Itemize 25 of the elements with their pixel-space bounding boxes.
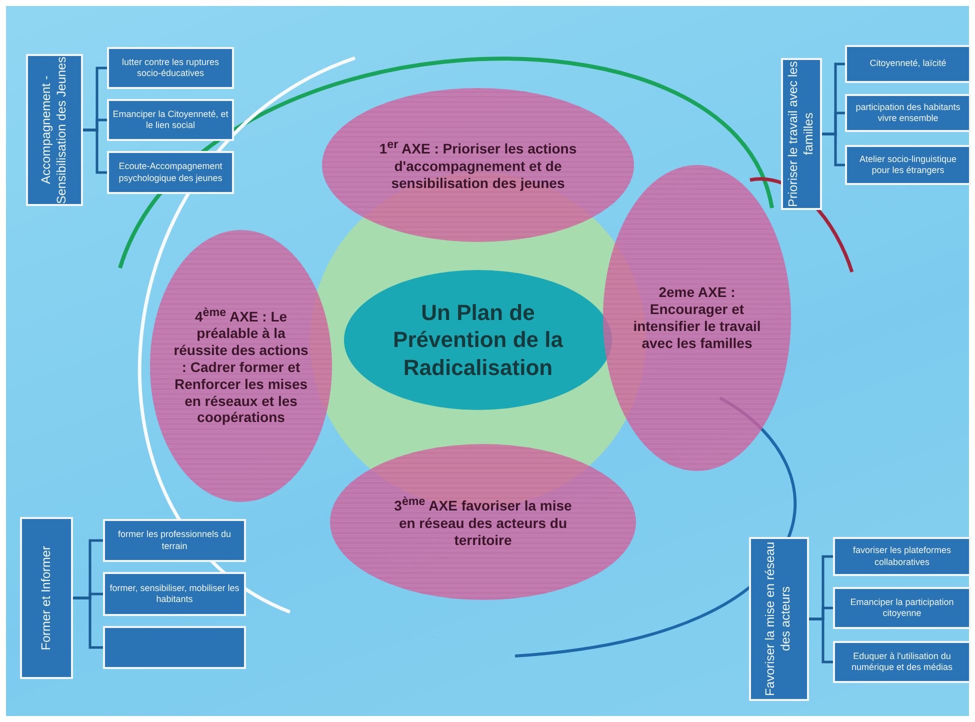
action-box: Ecoute-Accompagnement psychologique des jeunes bbox=[107, 151, 234, 194]
bracket-connector bbox=[809, 618, 833, 664]
action-box: Emanciper la Citoyenneté, et le lien social bbox=[107, 99, 234, 141]
action-box: Emanciper la participation citoyenne bbox=[833, 587, 971, 629]
axis-text: 2eme AXE : Encourager et intensifier le travail avec les familles bbox=[632, 284, 762, 352]
empty-box bbox=[103, 626, 246, 669]
axis-text: 3$^{ème}$ AXE favoriser la mise en réseau des acteurs du territoire bbox=[393, 495, 573, 549]
bracket-connector bbox=[83, 128, 107, 174]
action-box: participation des habitants vivre ensemble bbox=[845, 94, 971, 132]
action-box: former les professionnels du terrain bbox=[103, 519, 246, 562]
action-box: Eduquer à l'utilisation du numérique et des médias bbox=[833, 641, 971, 683]
title-text: Un Plan de Prévention de la Radicalisation bbox=[392, 298, 564, 382]
action-box: Citoyenneté, laïcité bbox=[845, 45, 971, 83]
action-box: former, sensibiliser, mobiliser les habitants bbox=[103, 572, 246, 616]
category-box: Former et Informer bbox=[20, 517, 73, 679]
action-box: Atelier socio-linguistique pour les étrangers bbox=[845, 145, 971, 185]
bracket-connector bbox=[822, 132, 845, 166]
category-box: Prioriser le travail avec les familles bbox=[781, 58, 822, 210]
category-box: Favoriser la mise en réseau des acteurs bbox=[749, 537, 809, 701]
action-box: favoriser les plateformes collaboratives bbox=[833, 537, 971, 576]
action-box: lutter contre les ruptures socio-éducatives bbox=[107, 47, 234, 89]
category-box: Accompagnement - Sensibilisation des Jeunes bbox=[26, 54, 83, 206]
axis-text: 1$^{er}$ AXE : Prioriser les actions d'accompagnement et de sensibilisation des jeunes bbox=[378, 138, 578, 192]
bracket-connector bbox=[73, 596, 103, 649]
axis-text: 4$^{ème}$ AXE : Le préalable à la réussite des actions : Cadrer former et Renforcer les mises en réseaux et les coopérations bbox=[172, 306, 310, 426]
